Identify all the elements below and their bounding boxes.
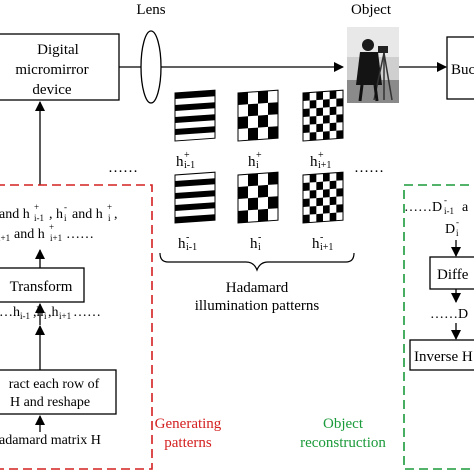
object-label: Object (351, 2, 392, 18)
object-photo (347, 27, 399, 103)
pattern-dots-right: …… (354, 160, 384, 176)
svg-text:h: h (250, 236, 258, 252)
svg-text:-: - (258, 232, 261, 243)
generating-row2: i+1 and h + i+1 …… (0, 222, 94, 243)
svg-text:h: h (13, 305, 20, 320)
svg-text:i-1: i-1 (186, 242, 197, 253)
svg-text:D: D (445, 222, 455, 237)
extract-label-line2: H and reshape (10, 395, 90, 410)
svg-text:-: - (64, 202, 67, 212)
svg-text:and h: and h (72, 207, 103, 222)
generating-region-border (0, 184, 153, 470)
reconstruction-d-dots: ……D (430, 307, 468, 322)
svg-text:a: a (462, 200, 469, 215)
svg-text:…: … (0, 305, 13, 320)
pattern-h-plus-prev (174, 89, 216, 142)
lens-shape (140, 30, 162, 104)
h-rows-text: … h i-1 ,h i ,h i+1 …… (0, 305, 101, 321)
svg-text:-: - (186, 232, 189, 243)
svg-text:……D: ……D (404, 200, 442, 215)
svg-text:-: - (320, 232, 323, 243)
label-h-plus-prev: h + i-1 (176, 150, 195, 171)
patterns-caption-line2: illumination patterns (195, 298, 320, 314)
svg-text:h: h (176, 154, 184, 170)
hadamard-matrix-label: adamard matrix H (0, 433, 101, 448)
svg-text:+: + (34, 202, 39, 212)
hadamard-pattern-grid (174, 89, 344, 224)
inverse-label: Inverse H (414, 349, 473, 365)
svg-text:i+1: i+1 (59, 311, 71, 321)
label-h-plus-next: h + i+1 (310, 150, 331, 171)
patterns-brace (159, 252, 355, 272)
svg-text:i: i (256, 160, 259, 171)
svg-text:i+1: i+1 (0, 233, 10, 243)
reconstruction-region-border (403, 184, 474, 470)
svg-text:i-1: i-1 (20, 311, 30, 321)
svg-text:-: - (456, 217, 459, 227)
svg-text:,h: ,h (33, 305, 44, 320)
pattern-h-minus-prev (174, 171, 216, 224)
svg-text:h: h (310, 154, 318, 170)
transform-label: Transform (10, 279, 73, 295)
reconstruction-d-row2: D - i (445, 217, 459, 238)
svg-text:i: i (108, 213, 111, 223)
extract-label-line1: ract each row of (9, 377, 100, 392)
patterns-caption-line1: Hadamard (226, 280, 289, 296)
svg-text:……: …… (73, 305, 101, 320)
svg-text:+: + (107, 202, 112, 212)
svg-text:,: , (114, 207, 118, 222)
lens-label: Lens (136, 2, 165, 18)
bucket-label: Buc (451, 62, 474, 78)
inverse-box (409, 339, 474, 371)
label-h-minus-cur: h - i (250, 232, 261, 253)
reconstruction-caption-line1: Object (323, 416, 364, 432)
svg-text:i+1: i+1 (50, 233, 62, 243)
svg-text:i-1: i-1 (34, 213, 44, 223)
svg-text:i+1: i+1 (318, 160, 331, 171)
svg-text:i+1: i+1 (320, 242, 333, 253)
label-h-plus-cur: h + i (248, 150, 262, 171)
svg-text:i: i (44, 311, 47, 321)
pattern-h-minus-cur (237, 171, 279, 224)
generating-caption-line2: patterns (164, 435, 212, 451)
reconstruction-d-row1: ……D - i-1 a (404, 195, 469, 216)
bucket-detector-box (446, 36, 474, 100)
difference-box (429, 256, 474, 290)
svg-text:+: + (318, 150, 324, 161)
dmd-label-line3: device (32, 82, 71, 98)
dmd-box (0, 33, 120, 101)
svg-text:h: h (248, 154, 256, 170)
svg-text:+: + (184, 150, 190, 161)
svg-text:and h: and h (0, 207, 30, 222)
svg-text:, h: , h (49, 207, 63, 222)
generating-row1: and h + i-1 , h - i and h + i , (0, 202, 118, 223)
svg-text:i: i (258, 242, 261, 253)
svg-text:-: - (444, 195, 447, 205)
pattern-h-plus-cur (237, 89, 279, 142)
pattern-h-plus-next (302, 89, 344, 142)
dmd-label-line1: Digital (37, 42, 79, 58)
dmd-label-line2: micromirror (15, 62, 88, 78)
generating-caption-line1: Generating (155, 416, 222, 432)
svg-text:h: h (312, 236, 320, 252)
transform-box (0, 267, 85, 303)
label-h-minus-next: h - i+1 (312, 232, 333, 253)
svg-text:and h: and h (14, 227, 45, 242)
svg-text:……: …… (66, 227, 94, 242)
label-h-minus-prev: h - i-1 (178, 232, 197, 253)
svg-text:i: i (456, 228, 459, 238)
difference-label: Diffe (437, 267, 469, 283)
pattern-dots-left: …… (108, 160, 138, 176)
svg-text:h: h (178, 236, 186, 252)
pattern-h-minus-next (302, 171, 344, 224)
svg-text:i: i (64, 213, 67, 223)
svg-text:i-1: i-1 (444, 206, 454, 216)
svg-text:,h: ,h (48, 305, 59, 320)
svg-text:+: + (49, 222, 54, 232)
svg-text:+: + (256, 150, 262, 161)
extract-box (0, 369, 117, 415)
reconstruction-caption-line2: reconstruction (300, 435, 386, 451)
svg-text:i-1: i-1 (184, 160, 195, 171)
